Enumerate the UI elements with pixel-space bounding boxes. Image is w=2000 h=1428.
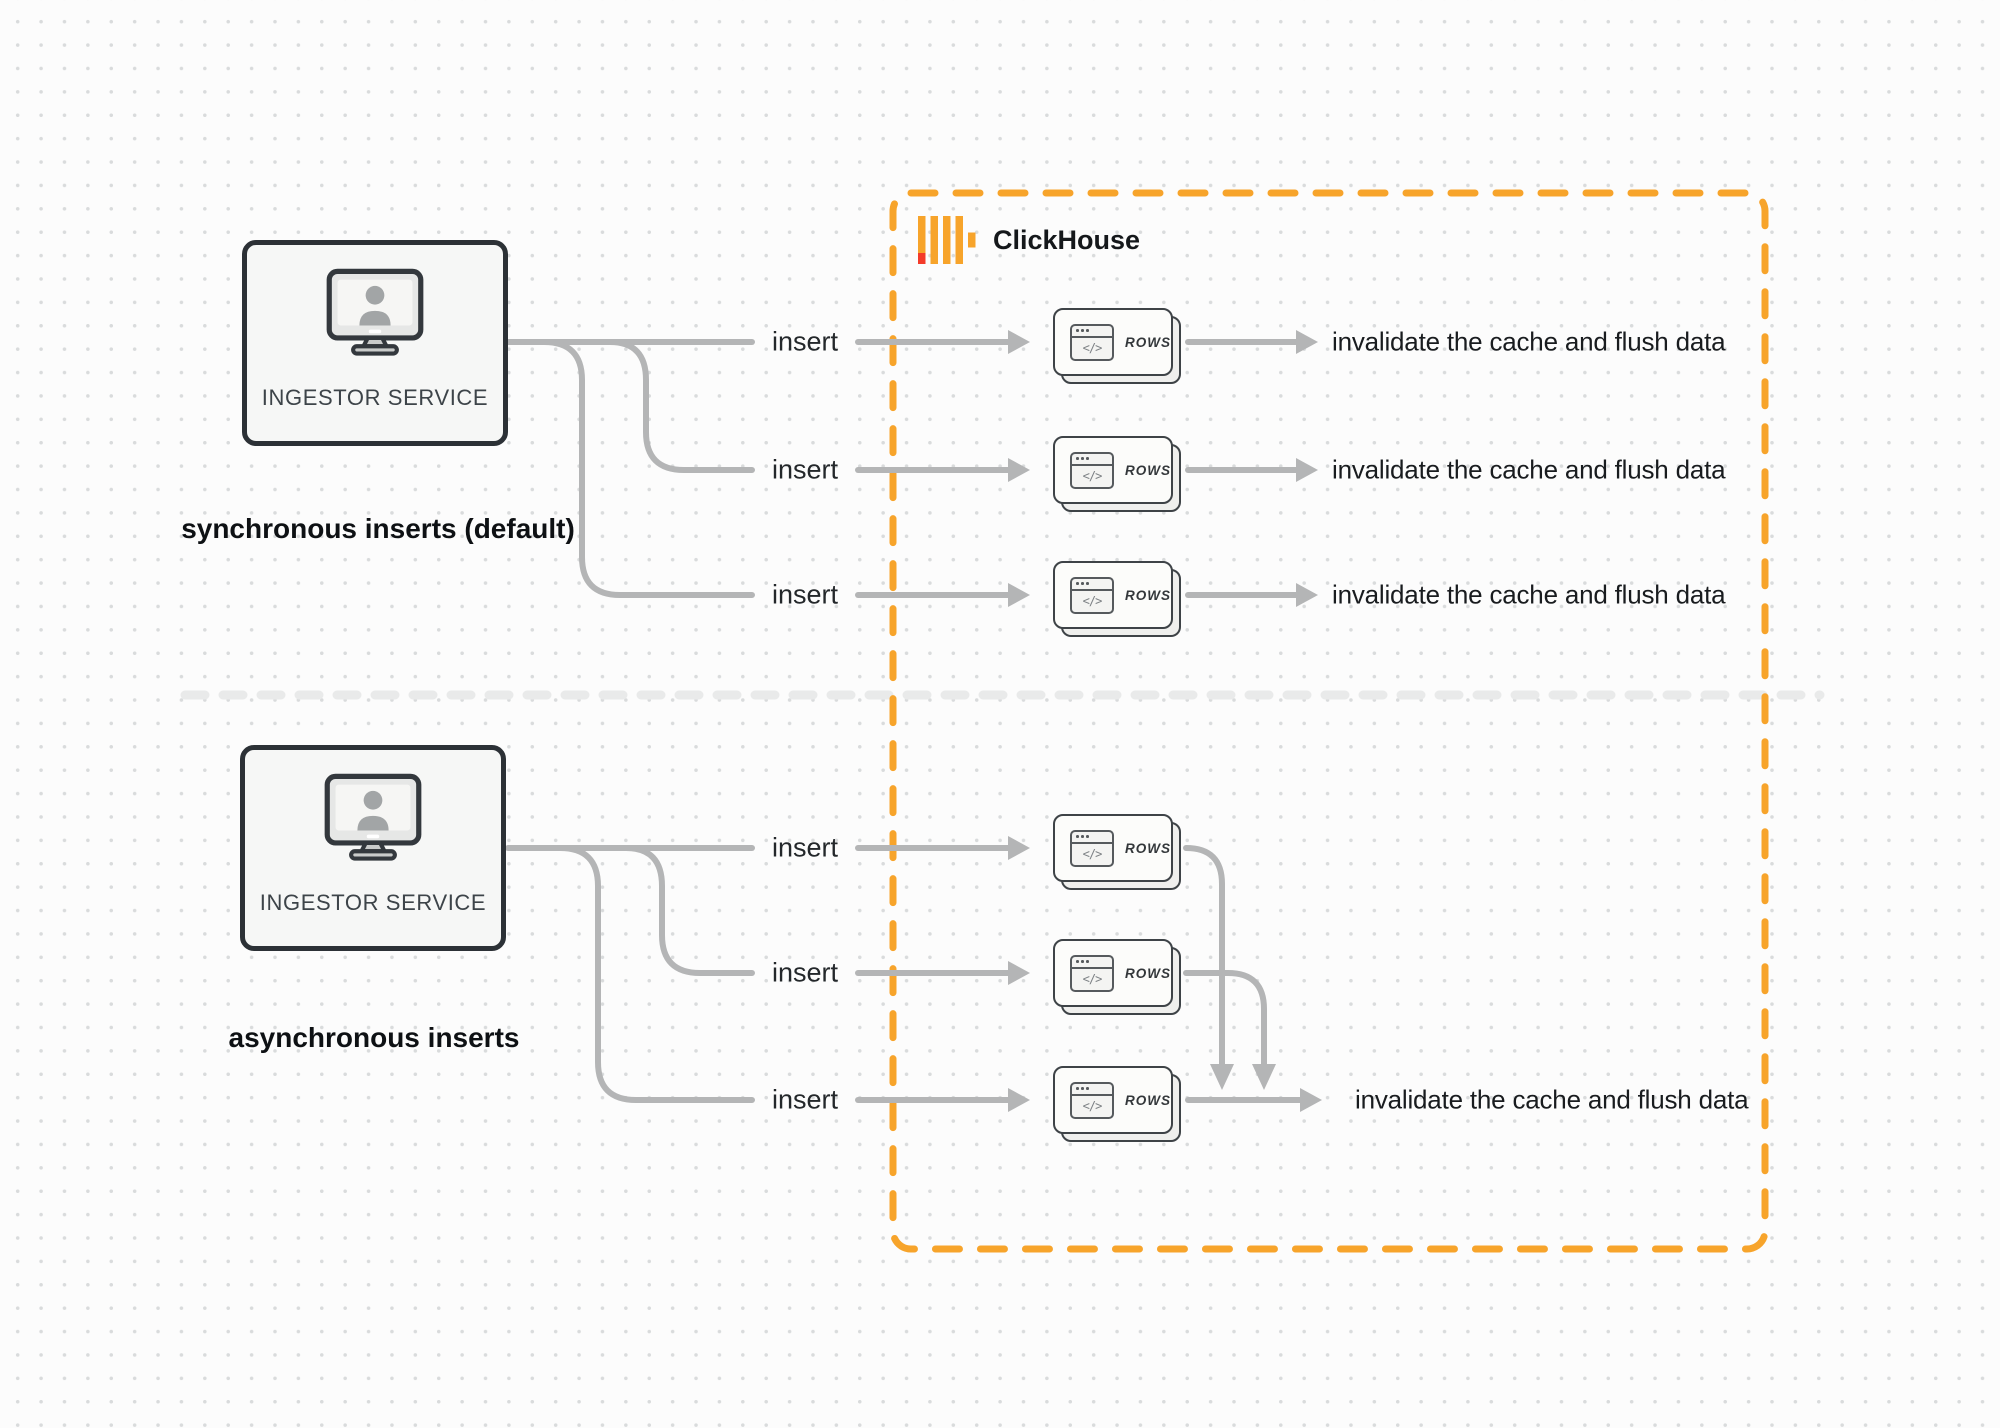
async-arrowheads xyxy=(1008,836,1322,1112)
ingestor-service-box-async: INGESTOR SERVICE xyxy=(240,745,506,951)
rows-label: ROWS xyxy=(1125,1092,1171,1108)
insert-label: insert xyxy=(771,957,839,988)
arrowhead-icon xyxy=(1296,330,1318,354)
code-glyph: </> xyxy=(1082,972,1103,986)
ingestor-service-box-sync: INGESTOR SERVICE xyxy=(242,240,508,446)
rows-card: </> ROWS xyxy=(1053,939,1181,1015)
insert-label: insert xyxy=(771,326,839,357)
code-window-icon: </> xyxy=(1070,1081,1114,1119)
connector-line xyxy=(607,339,755,473)
rows-label: ROWS xyxy=(1125,334,1171,350)
code-glyph: </> xyxy=(1082,341,1103,355)
service-label: INGESTOR SERVICE xyxy=(261,385,489,410)
connector-line xyxy=(557,845,755,1103)
insert-label: insert xyxy=(771,1084,839,1115)
code-window-icon: </> xyxy=(1070,954,1114,992)
sync-connectors xyxy=(505,339,1299,598)
code-glyph: </> xyxy=(1082,469,1103,483)
arrowhead-down-icon xyxy=(1252,1064,1276,1090)
async-caption: asynchronous inserts xyxy=(228,1022,520,1053)
code-window-icon: </> xyxy=(1070,576,1114,614)
code-window-icon: </> xyxy=(1070,451,1114,489)
arrowhead-icon xyxy=(1296,458,1318,482)
arrowhead-icon xyxy=(1008,458,1030,482)
code-glyph: </> xyxy=(1082,847,1103,861)
rows-card: </> ROWS xyxy=(1053,561,1181,637)
insert-label: insert xyxy=(771,832,839,863)
arrowhead-icon xyxy=(1008,961,1030,985)
arrowhead-icon xyxy=(1300,1088,1322,1112)
sync-arrowheads xyxy=(1008,330,1318,607)
rows-card: </> ROWS xyxy=(1053,436,1181,512)
sync-caption: synchronous inserts (default) xyxy=(181,513,575,544)
arrowhead-down-icon xyxy=(1210,1064,1234,1090)
connector-line xyxy=(1183,970,1267,1067)
clickhouse-brand-label: ClickHouse xyxy=(993,224,1141,255)
result-label: invalidate the cache and flush data xyxy=(1355,1084,1749,1115)
code-window-icon: </> xyxy=(1070,829,1114,867)
arrowhead-icon xyxy=(1296,583,1318,607)
monitor-user-icon xyxy=(321,772,425,871)
code-window-icon: </> xyxy=(1070,323,1114,361)
rows-label: ROWS xyxy=(1125,462,1171,478)
insert-label: insert xyxy=(771,579,839,610)
code-glyph: </> xyxy=(1082,1099,1103,1113)
result-label: invalidate the cache and flush data xyxy=(1332,326,1726,357)
rows-label: ROWS xyxy=(1125,840,1171,856)
result-label: invalidate the cache and flush data xyxy=(1332,579,1726,610)
connector-line xyxy=(541,339,755,598)
arrowhead-icon xyxy=(1008,330,1030,354)
arrowhead-icon xyxy=(1008,583,1030,607)
connector-line xyxy=(623,845,755,976)
insert-label: insert xyxy=(771,454,839,485)
arrowhead-icon xyxy=(1008,836,1030,860)
code-glyph: </> xyxy=(1082,594,1103,608)
result-label: invalidate the cache and flush data xyxy=(1332,454,1726,485)
rows-card: </> ROWS xyxy=(1053,1066,1181,1142)
async-connectors xyxy=(505,845,1303,1103)
rows-card: </> ROWS xyxy=(1053,814,1181,890)
service-label: INGESTOR SERVICE xyxy=(259,890,487,915)
connector-line xyxy=(1183,845,1225,1067)
monitor-user-icon xyxy=(323,267,427,366)
clickhouse-boundary xyxy=(889,189,1769,1253)
rows-label: ROWS xyxy=(1125,587,1171,603)
clickhouse-brand: ClickHouse xyxy=(918,216,1140,264)
arrowhead-icon xyxy=(1008,1088,1030,1112)
clickhouse-logo-icon xyxy=(918,216,976,264)
rows-label: ROWS xyxy=(1125,965,1171,981)
rows-card: </> ROWS xyxy=(1053,308,1181,384)
